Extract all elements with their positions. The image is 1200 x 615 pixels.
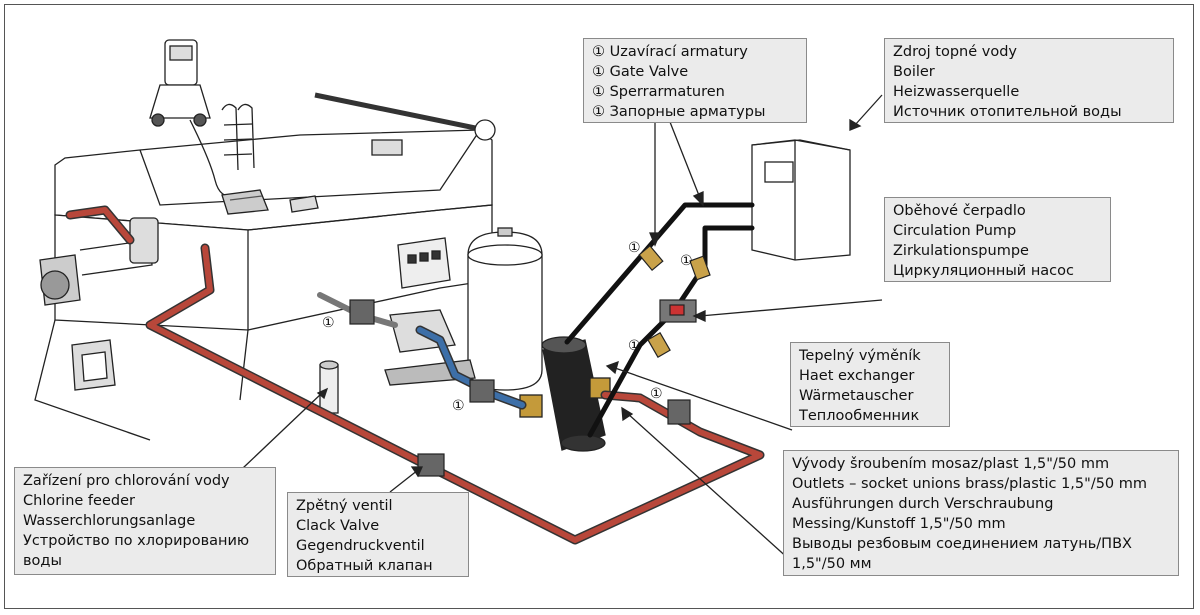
heat-exchanger [519,336,611,452]
gate-valve-left [349,299,375,325]
label-line: Циркуляционный насос [893,263,1075,279]
label-line: Wasserchlorungsanlage [23,513,196,529]
label-line: Wärmetauscher [799,388,914,404]
marker-valve-red: ① [650,386,663,402]
label-line: Circulation Pump [893,223,1017,239]
boiler [751,139,851,261]
label-chlorine-feeder: Zařízení pro chlorování vody Chlorine fe… [14,467,276,575]
gate-valve-lower [647,332,671,358]
label-line: Zdroj topné vody [893,44,1018,60]
label-boiler: Zdroj topné vody Boiler Heizwasserquelle… [884,38,1174,123]
pool-inlet [289,195,319,213]
gate-valve-right [689,255,711,281]
leader-outlets [626,412,791,561]
label-line: Ausführungen durch Verschraubung [792,496,1054,512]
leader-pump [699,299,883,317]
label-circulation-pump: Oběhové čerpadlo Circulation Pump Zirkul… [884,197,1111,282]
pool-cleaner-cart [149,39,236,197]
leader-boiler [854,94,883,126]
label-line: Zařízení pro chlorování vody [23,473,230,489]
label-line: Tepelný výměník [799,348,921,364]
chlorine-feeder [319,360,339,414]
label-line: ① Sperrarmaturen [592,84,725,100]
marker-valve-left: ① [322,315,335,331]
leader-exchanger-1 [614,367,793,431]
label-line: Chlorine feeder [23,493,135,509]
label-line: Устройство по хлорированию [23,533,250,549]
label-line: ① Запорные арматуры [592,104,766,120]
label-outlets: Vývody šroubením mosaz/plast 1,5"/50 mm … [783,450,1179,576]
gate-valve-red-line [667,399,691,425]
label-line: Haet exchanger [799,368,915,384]
pool-ladder [221,103,255,171]
label-line: Outlets – socket unions brass/plastic 1,… [792,476,1148,492]
robot-cleaner [221,189,269,215]
control-box [397,237,451,289]
gate-valve-top [638,244,664,272]
label-heat-exchanger: Tepelný výměník Haet exchanger Wärmetaus… [790,342,950,427]
leader-check [389,469,419,493]
marker-valve-right: ① [680,253,693,269]
label-line: Vývody šroubením mosaz/plast 1,5"/50 mm [792,456,1110,472]
label-line: Oběhové čerpadlo [893,203,1026,219]
label-line: Gegendruckventil [296,538,425,554]
wall-switchbox [71,339,116,391]
leader-valve-2 [669,121,701,199]
cover-roller [314,92,496,156]
label-line: 1,5"/50 мм [792,556,872,572]
diagram-frame [4,4,1194,609]
primary-return-pipe [587,225,755,438]
label-line: Выводы резбовым соединением латунь/ПВХ [792,536,1132,552]
label-line: ① Gate Valve [592,64,689,80]
sand-filter [467,227,543,391]
label-line: Boiler [893,64,935,80]
marker-valve-lower: ① [628,338,641,354]
label-gate-valve: ① Uzavírací armatury ① Gate Valve ① Sper… [583,38,807,123]
check-valve [417,453,445,477]
label-line: воды [23,553,62,569]
label-line: Обратный клапан [296,558,433,574]
label-line: Теплообменник [799,408,920,424]
marker-valve-blue: ① [452,398,465,414]
label-check-valve: Zpětný ventil Clack Valve Gegendruckvent… [287,492,469,577]
label-line: ① Uzavírací armatury [592,44,748,60]
primary-flow-pipe [564,202,755,345]
label-line: Источник отопительной воды [893,104,1122,120]
label-line: Heizwasserquelle [893,84,1020,100]
leader-chlorine [242,392,323,469]
label-line: Clack Valve [296,518,380,534]
label-line: Zpětný ventil [296,498,393,514]
label-line: Zirkulationspumpe [893,243,1029,259]
label-line: Messing/Kunstoff 1,5"/50 mm [792,516,1006,532]
gate-valve-blue [469,379,495,403]
marker-valve-top: ① [628,240,641,256]
